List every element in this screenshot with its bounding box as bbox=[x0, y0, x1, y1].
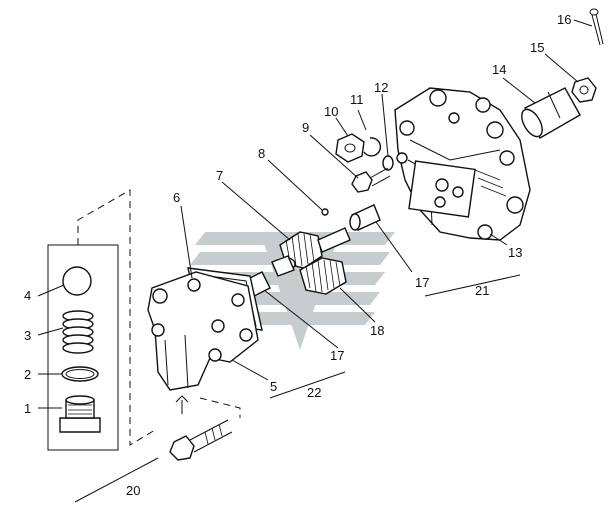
label-5: 5 bbox=[270, 379, 277, 394]
valve-box-frame bbox=[47, 189, 241, 451]
cotter-pin-16 bbox=[589, 8, 604, 46]
nut-10 bbox=[335, 133, 365, 163]
ball-4 bbox=[62, 266, 92, 296]
pin-8 bbox=[321, 208, 329, 216]
label-3: 3 bbox=[24, 328, 31, 343]
o-ring-2 bbox=[61, 366, 99, 382]
label-2: 2 bbox=[24, 367, 31, 382]
label-9: 9 bbox=[302, 120, 309, 135]
label-10: 10 bbox=[324, 104, 338, 119]
label-16: 16 bbox=[557, 12, 571, 27]
spring-washer-11 bbox=[363, 137, 382, 157]
plug-1 bbox=[59, 395, 101, 433]
part-labels: 1 2 3 4 5 6 7 8 9 10 11 12 13 14 15 16 1… bbox=[24, 12, 571, 498]
castle-nut-15 bbox=[571, 77, 597, 103]
cover-5 bbox=[147, 271, 259, 391]
label-20: 20 bbox=[126, 483, 140, 498]
label-14: 14 bbox=[492, 62, 506, 77]
pump-body-13 bbox=[394, 87, 531, 241]
leader-lines bbox=[37, 19, 593, 503]
label-1: 1 bbox=[24, 401, 31, 416]
bushing-17-top bbox=[349, 204, 381, 231]
label-7: 7 bbox=[216, 168, 223, 183]
label-17-top: 17 bbox=[415, 275, 429, 290]
label-8: 8 bbox=[258, 146, 265, 161]
label-4: 4 bbox=[24, 288, 31, 303]
label-18: 18 bbox=[370, 323, 384, 338]
label-13: 13 bbox=[508, 245, 522, 260]
plug-14 bbox=[521, 87, 581, 139]
bolt-9 bbox=[351, 167, 391, 193]
label-17-bottom: 17 bbox=[330, 348, 344, 363]
label-6: 6 bbox=[173, 190, 180, 205]
label-21: 21 bbox=[475, 283, 489, 298]
washer-12 bbox=[382, 155, 394, 171]
label-11: 11 bbox=[350, 92, 364, 107]
label-15: 15 bbox=[530, 40, 544, 55]
label-22: 22 bbox=[307, 385, 321, 400]
spring-3 bbox=[62, 310, 94, 354]
label-12: 12 bbox=[374, 80, 388, 95]
bolt-20 bbox=[169, 419, 233, 461]
